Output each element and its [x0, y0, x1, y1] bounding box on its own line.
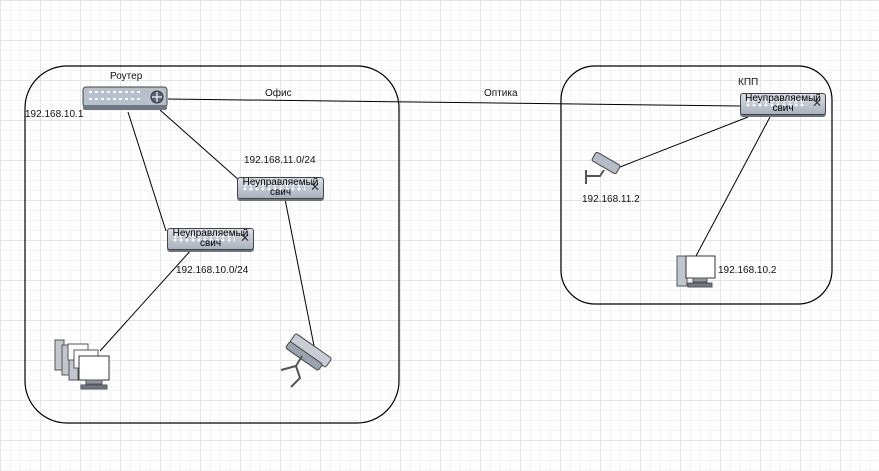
switch-cross-icon: ✕	[239, 231, 250, 245]
kpp-zone-label: КПП	[738, 77, 759, 88]
switch-cross-icon: ✕	[811, 96, 822, 110]
switch-center-label: Неуправляемый свич	[242, 177, 319, 198]
link-kpp-switch-camera	[619, 116, 749, 168]
network-pcs-label: 192.168.10.0/24	[176, 265, 249, 276]
switch-ports	[172, 234, 235, 242]
link-center-switch-camera	[284, 198, 319, 367]
kpp-pc-ip-label: 192.168.10.2	[718, 265, 777, 276]
link-fiber-label: Оптика	[484, 88, 518, 99]
kpp-camera-icon[interactable]	[585, 151, 621, 184]
link-kpp-switch-pc	[695, 116, 771, 257]
link-router-center-switch	[159, 109, 241, 182]
office-camera-icon[interactable]	[280, 333, 332, 388]
kpp-zone	[560, 65, 833, 305]
switch-cross-icon: ✕	[309, 180, 320, 194]
switch-center[interactable]: ✕ Неуправляемый свич	[237, 177, 324, 199]
link-left-switch-pcs	[99, 248, 193, 352]
kpp-pc-icon[interactable]	[676, 255, 716, 288]
link-router-kpp-switch	[167, 98, 741, 107]
office-zone	[24, 65, 400, 424]
office-pc-group-icon[interactable]	[54, 339, 110, 390]
link-router-left-switch	[127, 111, 167, 232]
switch-ports	[745, 99, 807, 107]
kpp-camera-ip-label: 192.168.11.2	[582, 194, 640, 205]
switch-left[interactable]: ✕ Неуправляемый свич	[167, 228, 254, 250]
switch-kpp-label: Неуправляемый свич	[745, 93, 821, 114]
network-cameras-label: 192.168.11.0/24	[244, 155, 316, 166]
link-office-label: Офис	[265, 88, 292, 99]
router-icon[interactable]	[82, 86, 168, 110]
switch-left-label: Неуправляемый свич	[172, 228, 249, 249]
router-label: Роутер	[110, 71, 143, 82]
switch-kpp[interactable]: ✕ Неуправляемый свич	[740, 93, 826, 115]
switch-ports	[242, 183, 305, 191]
router-ip-label: 192.168.10.1	[25, 109, 84, 120]
